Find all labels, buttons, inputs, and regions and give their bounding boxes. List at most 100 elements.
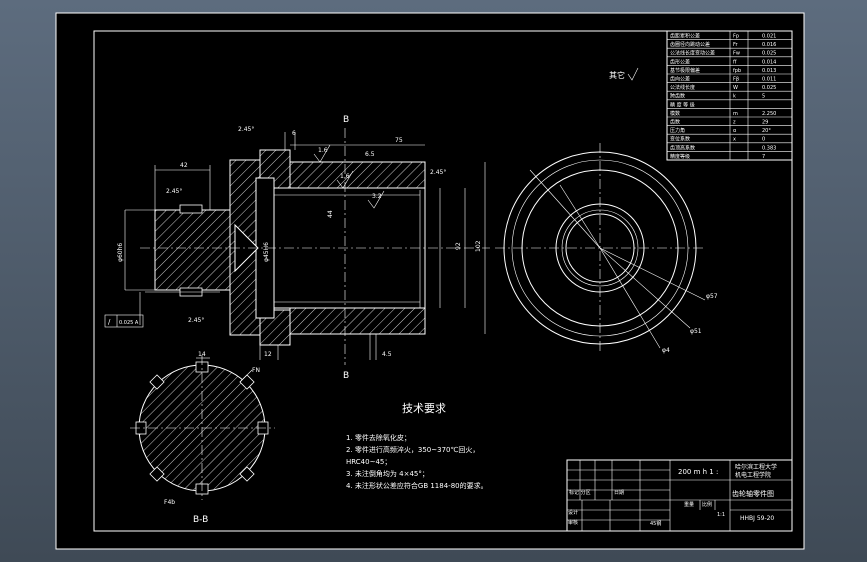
svg-text:审核: 审核 bbox=[568, 519, 578, 526]
param-symbol: x bbox=[733, 137, 736, 143]
svg-text:1.6: 1.6 bbox=[340, 173, 350, 180]
param-name: 齿顶高系数 bbox=[670, 144, 695, 151]
tolerance-frame bbox=[104, 314, 144, 328]
param-symbol: Fβ bbox=[733, 77, 739, 83]
svg-text:14: 14 bbox=[198, 351, 206, 358]
param-name: 公法线长度变动公差 bbox=[670, 50, 715, 57]
svg-text:标记 分区: 标记 分区 bbox=[569, 489, 591, 496]
svg-text:φ57: φ57 bbox=[706, 293, 718, 300]
param-symbol: Fw bbox=[733, 51, 740, 57]
svg-text:6.5: 6.5 bbox=[365, 151, 375, 158]
param-name: 齿数 bbox=[670, 119, 680, 126]
svg-text:齿轮轴零件图: 齿轮轴零件图 bbox=[732, 489, 774, 498]
tech-req-2: 2. 零件进行高频淬火，350~370℃回火， bbox=[346, 445, 479, 454]
param-symbol: Fp bbox=[733, 34, 739, 40]
svg-text:F4b: F4b bbox=[164, 499, 175, 506]
svg-text:2.45°: 2.45° bbox=[430, 169, 446, 176]
svg-text:设计: 设计 bbox=[568, 509, 578, 516]
svg-text:其它: 其它 bbox=[609, 70, 625, 80]
param-name: 跨齿数 bbox=[670, 93, 685, 100]
param-symbol: fpb bbox=[733, 68, 741, 74]
param-symbol: k bbox=[733, 94, 736, 100]
title-block: 200 m h 1 : 哈尔滨工程大学 机电工程学院 齿轮轴零件图 HHBJ 5… bbox=[566, 459, 793, 532]
inner-frame bbox=[93, 30, 793, 532]
section-bb-view: 14 FN F4b B-B bbox=[130, 351, 275, 525]
svg-text:75: 75 bbox=[395, 137, 403, 144]
param-value: 0.016 bbox=[762, 42, 776, 48]
section-mark-top: B bbox=[343, 115, 349, 125]
svg-text:200 m h 1 :: 200 m h 1 : bbox=[678, 468, 718, 476]
param-name: 公法线长度 bbox=[670, 84, 695, 91]
svg-text:3.2: 3.2 bbox=[372, 193, 382, 200]
param-value: 0 bbox=[762, 137, 765, 143]
svg-text:FN: FN bbox=[252, 367, 260, 374]
main-section-view: B B 42 92 102 44 φ45H6 φ60h6 75 6.5 6 2.… bbox=[104, 115, 490, 381]
svg-text:12: 12 bbox=[264, 351, 272, 358]
svg-text:92: 92 bbox=[455, 242, 462, 250]
shaft-left-section bbox=[154, 209, 236, 291]
param-name: 精度等级 bbox=[670, 153, 690, 160]
svg-text:φ45H6: φ45H6 bbox=[263, 242, 270, 262]
svg-text:机电工程学院: 机电工程学院 bbox=[735, 471, 771, 479]
svg-text:/: / bbox=[108, 318, 111, 326]
svg-text:42: 42 bbox=[180, 162, 188, 169]
param-symbol: m bbox=[733, 111, 738, 117]
param-name: 齿向公差 bbox=[670, 76, 690, 83]
param-value: 0.025 bbox=[762, 51, 776, 57]
param-value: 0.013 bbox=[762, 68, 776, 74]
svg-text:2.45°: 2.45° bbox=[238, 126, 254, 133]
tech-req-5: 4. 未注形状公差应符合GB 1184-80的要求。 bbox=[346, 481, 488, 490]
svg-text:0.025 A: 0.025 A bbox=[119, 320, 139, 326]
end-view: φ57 φ51 φ4 bbox=[495, 143, 718, 354]
svg-text:44: 44 bbox=[327, 210, 334, 218]
param-name: 变位系数 bbox=[670, 136, 690, 143]
other-roughness-note: 其它 bbox=[609, 67, 639, 81]
svg-text:1:1: 1:1 bbox=[717, 512, 725, 518]
param-value: 0.014 bbox=[762, 59, 776, 65]
param-value: 0.021 bbox=[762, 34, 776, 40]
param-symbol: α bbox=[733, 128, 737, 134]
param-symbol: W bbox=[733, 85, 738, 91]
svg-text:4.5: 4.5 bbox=[382, 351, 392, 358]
section-title: B-B bbox=[193, 515, 208, 525]
param-value: 29 bbox=[762, 120, 768, 126]
param-value: 5 bbox=[762, 94, 765, 100]
section-mark-bottom: B bbox=[343, 371, 349, 381]
param-name: 压力角 bbox=[670, 127, 685, 134]
param-symbol: z bbox=[733, 120, 736, 126]
param-name: 模数 bbox=[670, 110, 680, 117]
param-symbol: Fr bbox=[733, 42, 739, 48]
gear-parameter-table: 齿距累积公差 Fp 0.021 齿圈径向跳动公差 Fr 0.016 公法线长度变动公差 Fw 0… bbox=[666, 30, 793, 161]
param-name: 齿距累积公差 bbox=[670, 33, 700, 40]
param-name: 基节极限偏差 bbox=[670, 67, 700, 74]
technical-requirements: 技术要求 1. 零件去除氧化皮； 2. 零件进行高频淬火，350~370℃回火，… bbox=[346, 402, 488, 490]
param-value: 7 bbox=[762, 154, 765, 160]
param-value: 0.011 bbox=[762, 77, 776, 83]
sleeve-bottom-wall bbox=[289, 307, 426, 335]
tech-req-3: HRC40~45； bbox=[346, 458, 391, 466]
svg-text:102: 102 bbox=[475, 240, 482, 252]
svg-text:比例: 比例 bbox=[702, 501, 712, 508]
svg-text:日期: 日期 bbox=[614, 490, 624, 496]
svg-text:φ51: φ51 bbox=[690, 328, 702, 335]
tech-req-4: 3. 未注倒角均为 4×45°； bbox=[346, 469, 429, 478]
svg-text:2.45°: 2.45° bbox=[188, 317, 204, 324]
param-symbol: ff bbox=[733, 59, 737, 65]
svg-text:φ60h6: φ60h6 bbox=[117, 243, 124, 262]
tech-req-1: 1. 零件去除氧化皮； bbox=[346, 433, 411, 442]
sleeve-top-wall bbox=[289, 161, 426, 189]
param-name: 齿形公差 bbox=[670, 58, 690, 65]
svg-text:HHBJ 59-20: HHBJ 59-20 bbox=[740, 515, 774, 522]
svg-text:重量: 重量 bbox=[684, 501, 694, 508]
flange-top bbox=[259, 149, 291, 191]
svg-text:哈尔滨工程大学: 哈尔滨工程大学 bbox=[735, 463, 777, 471]
tech-req-heading: 技术要求 bbox=[402, 402, 446, 415]
param-name: 齿圈径向跳动公差 bbox=[670, 41, 710, 48]
param-value: 0.383 bbox=[762, 145, 776, 151]
param-value: 20° bbox=[762, 128, 771, 134]
svg-text:φ4: φ4 bbox=[662, 347, 670, 354]
svg-text:45钢: 45钢 bbox=[650, 520, 661, 527]
svg-text:2.45°: 2.45° bbox=[166, 188, 182, 195]
svg-text:6: 6 bbox=[292, 130, 296, 137]
